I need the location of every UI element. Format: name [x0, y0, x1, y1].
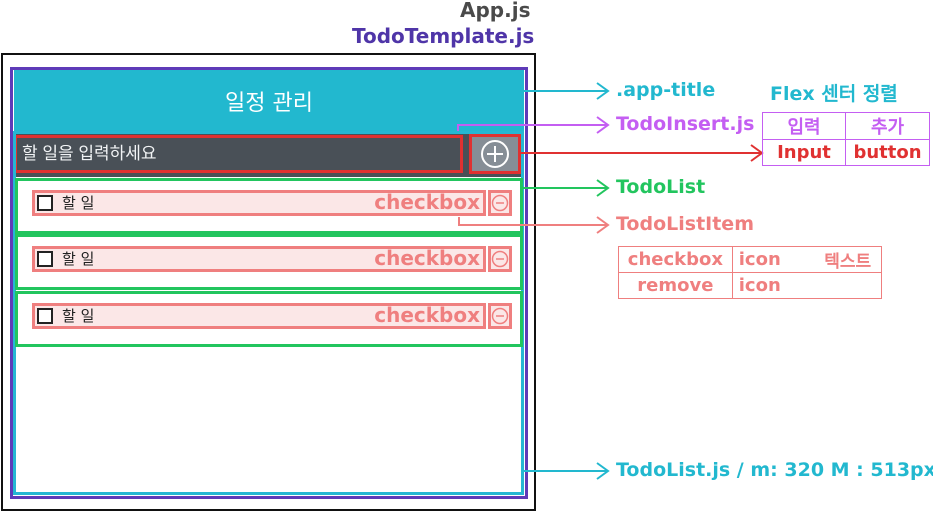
minus-circle-icon [491, 307, 509, 325]
todo-list-item: 할 일 checkbox [15, 234, 523, 290]
todo-list-item: 할 일 checkbox [15, 291, 523, 347]
remove-button[interactable] [488, 246, 512, 272]
app-js-label: App.js [460, 0, 531, 22]
insert-table-cell: Input [761, 139, 847, 166]
app-title: 일정 관리 [14, 70, 524, 132]
remove-button[interactable] [488, 190, 512, 216]
minus-circle-icon [491, 250, 509, 268]
remove-button[interactable] [488, 303, 512, 329]
todo-item-table-cell: 텍스트 [814, 246, 883, 273]
insert-table-cell: button [845, 139, 930, 166]
todo-list-annotation: TodoList [616, 176, 706, 198]
todo-item-text: 할 일 [62, 250, 95, 268]
todo-item-text: 할 일 [62, 307, 95, 325]
checkbox-icon[interactable] [37, 308, 53, 324]
todo-item-tag: checkbox [374, 246, 480, 270]
plus-circle-icon [481, 140, 509, 168]
todo-item-table-cell: remove [618, 272, 733, 299]
insert-table-header: 추가 [845, 112, 930, 140]
checkbox-icon[interactable] [37, 195, 53, 211]
arrow-right-icon [596, 462, 610, 480]
arrow-right-icon [596, 179, 610, 197]
app-frame [1, 53, 536, 511]
todo-item-tag: checkbox [374, 190, 480, 214]
todo-item-table: checkbox icon 텍스트 remove icon [618, 246, 883, 299]
todo-item-tag: checkbox [374, 303, 480, 327]
todo-input[interactable] [14, 135, 463, 173]
insert-table: 입력 추가 Input button [761, 112, 930, 166]
todo-item-text: 할 일 [62, 194, 95, 212]
minus-circle-icon [491, 194, 509, 212]
arrow-right-icon [596, 116, 610, 134]
todo-template-frame [10, 67, 528, 499]
flex-center-annotation: Flex 센터 정렬 [770, 83, 898, 105]
todo-list-item-annotation: TodoListItem [616, 213, 754, 235]
todo-list-item-connector [458, 217, 608, 226]
add-button[interactable] [469, 134, 521, 174]
todo-list-js-annotation: TodoList.js / m: 320 M : 513px [616, 459, 933, 481]
todo-list: 할 일 checkbox 할 일 checkbox 할 일 checkbox [15, 178, 523, 348]
app-title-text: 일정 관리 [225, 91, 313, 116]
todo-item-body: 할 일 checkbox [32, 303, 486, 329]
todo-item-body: 할 일 checkbox [32, 246, 486, 272]
checkbox-icon[interactable] [37, 251, 53, 267]
todo-list-item: 할 일 checkbox [15, 178, 523, 234]
todo-item-table-cell: checkbox [618, 246, 733, 273]
insert-table-header: 입력 [761, 112, 847, 140]
todo-template-js-label: TodoTemplate.js [352, 24, 535, 48]
todo-item-body: 할 일 checkbox [32, 190, 486, 216]
todo-item-table-cell: icon [731, 272, 883, 299]
app-title-annotation: .app-title [616, 79, 716, 101]
arrow-right-icon [596, 82, 610, 100]
todo-item-table-cell: icon [731, 246, 815, 273]
arrow-right-icon [596, 216, 610, 234]
todo-insert-annotation: TodoInsert.js [616, 113, 755, 135]
